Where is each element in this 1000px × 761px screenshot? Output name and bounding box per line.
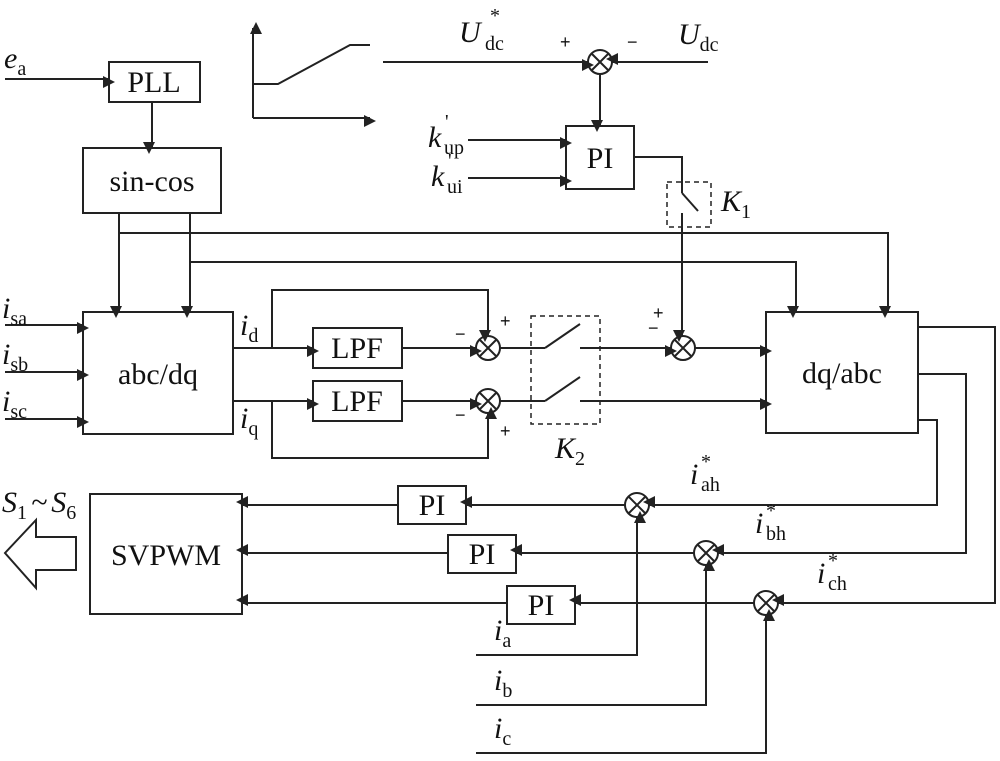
ramp-graph [250,22,376,127]
svg-text:PI: PI [528,589,555,622]
switch-k1 [666,181,712,228]
label-iah-sub: ah [701,474,720,496]
label-kup-sup: ' [445,111,449,133]
label-switch-signals: S1~S6 [2,486,76,524]
label-k2: K2 [554,432,585,470]
label-ibh-sup: * [766,500,776,522]
label-k1: K1 [720,185,751,223]
label-ib: ib [494,664,512,702]
switch-k2 [530,315,601,425]
pi-block-c: PI [506,585,576,625]
label-isb: isb [2,338,28,376]
pll-block: PLL [108,61,201,103]
sum-junction-d [475,335,501,361]
svg-text:LPF: LPF [331,332,383,365]
label-kui: k [431,160,445,193]
label-ich-sub: ch [828,573,847,595]
abcdq-block: abc/dq [82,311,234,435]
sum-junction-a [624,492,650,518]
lpf-block-q: LPF [312,380,403,422]
svg-text:PI: PI [587,142,614,175]
label-iah-sup: * [701,451,711,473]
label-isa: isa [2,292,27,330]
svg-text:SVPWM: SVPWM [111,539,221,572]
label-iah: i [690,458,698,491]
label-udc-ref: U [459,16,483,49]
lpf-block-d: LPF [312,327,403,369]
label-kui-sup: ' [448,150,452,172]
label-kup-sub: up [444,137,464,159]
pi-block-a: PI [397,485,467,525]
sign-minus-d-ref: − [648,318,659,338]
sum-junction-c [753,590,779,616]
svg-text:PI: PI [469,538,496,571]
svg-text:PLL: PLL [127,66,180,99]
dqabc-block: dq/abc [765,311,919,434]
sign-plus-id: + [500,311,511,331]
label-ich-sup: * [828,550,838,572]
pi-block-b: PI [447,534,517,574]
sincos-block: sin-cos [82,147,222,214]
svpwm-block: SVPWM [89,493,243,615]
label-kup: k [428,121,442,154]
svg-text:dq/abc: dq/abc [802,357,882,390]
wires [5,53,996,754]
label-ic: ic [494,712,511,750]
sign-minus-udc: − [627,32,638,52]
label-udc-ref-sub: dc [485,33,504,55]
label-udc-ref-sup: * [490,5,500,27]
svg-text:sin-cos: sin-cos [110,165,195,198]
sum-junction-udc [587,49,613,75]
sign-minus-id: − [455,324,466,344]
svg-text:abc/dq: abc/dq [118,358,198,391]
output-arrow-icon [3,517,77,591]
label-ich: i [817,557,825,590]
sign-plus-iq: + [500,421,511,441]
label-udc: Udc [678,18,719,56]
label-ibh-sub: bh [766,523,786,545]
label-kui-sub: ui [447,176,463,198]
svg-text:LPF: LPF [331,385,383,418]
label-isc: isc [2,385,27,423]
pi-block-voltage: PI [565,125,635,190]
svg-text:PI: PI [419,489,446,522]
label-id: id [240,309,258,347]
sign-plus-d-ref: + [653,303,664,323]
label-iq: iq [240,402,258,440]
label-ibh: i [755,507,763,540]
label-ea: ea [4,42,26,80]
sum-junction-q [475,388,501,414]
label-ia: ia [494,614,511,652]
sum-junction-d-ref [670,335,696,361]
sign-minus-iq: − [455,405,466,425]
sum-junction-b [693,540,719,566]
sign-plus-udc-ref: + [560,32,571,52]
